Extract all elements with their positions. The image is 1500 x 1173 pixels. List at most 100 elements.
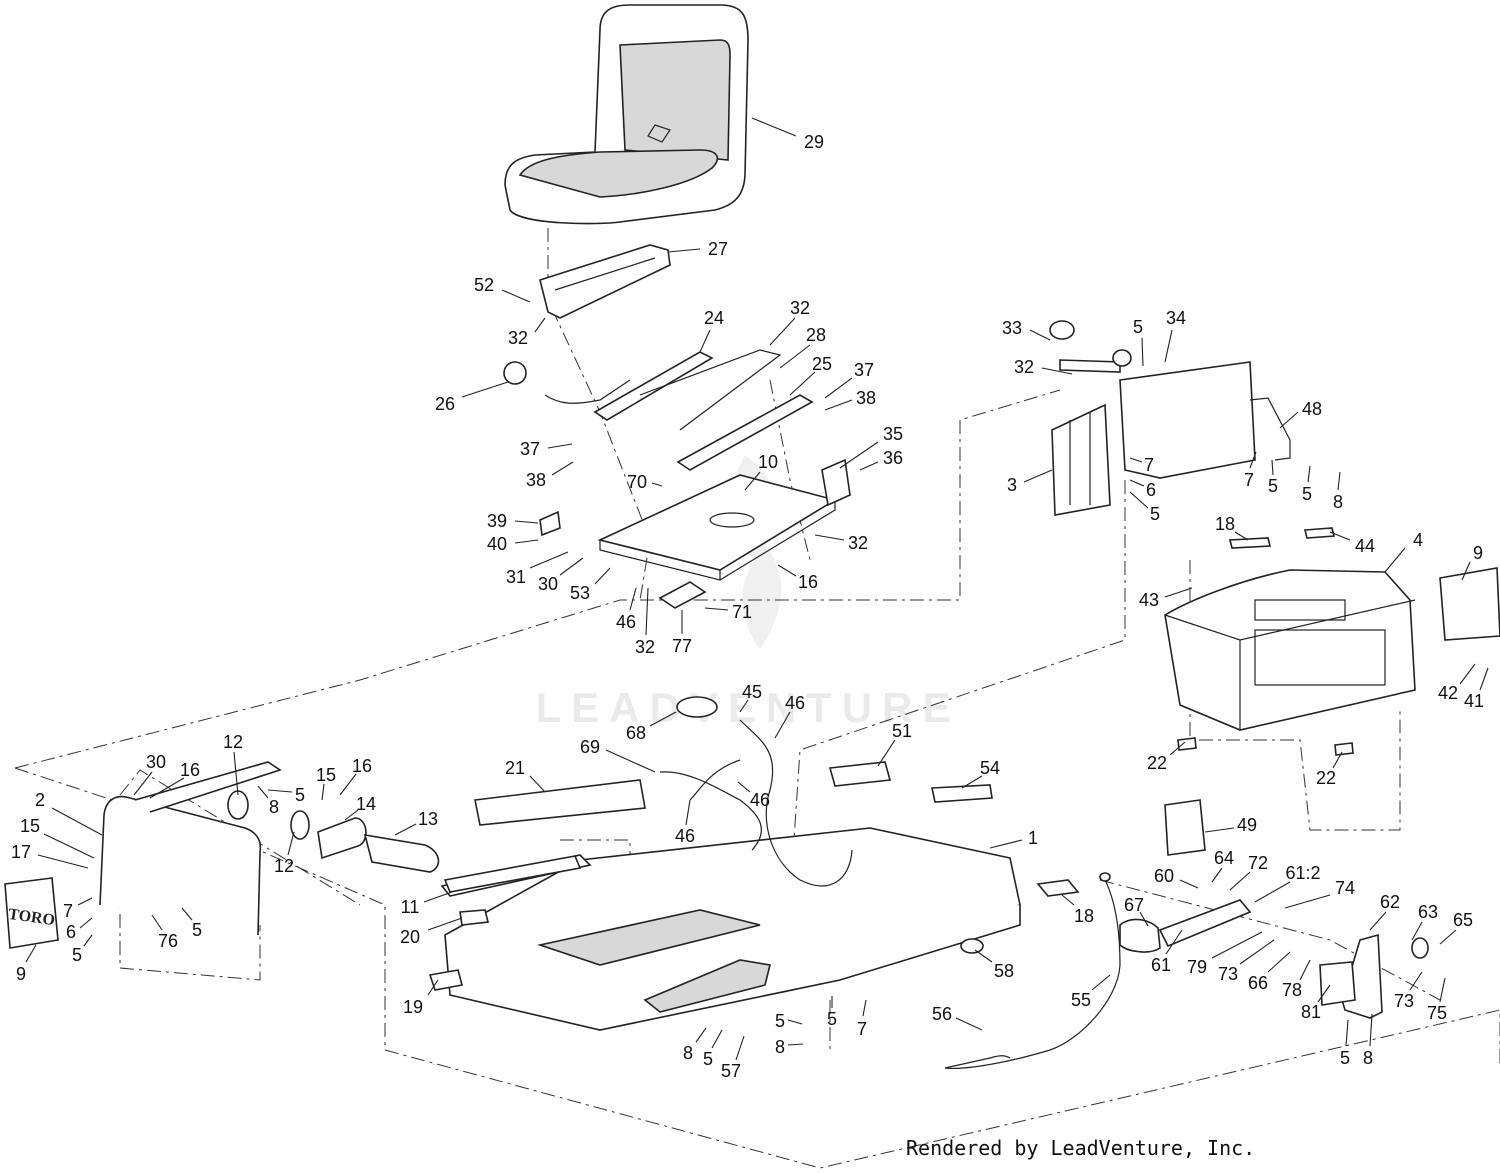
callout-c66: 66 (1248, 973, 1268, 993)
seat-plate (539, 458, 851, 609)
callout-c31: 31 (506, 567, 526, 587)
callout-c76: 76 (158, 931, 178, 951)
callout-c44: 44 (1355, 536, 1375, 556)
callout-c2: 2 (35, 790, 45, 810)
callout-c9b: 9 (16, 964, 26, 984)
callout-c46a: 46 (616, 612, 636, 632)
callout-c71: 71 (732, 602, 752, 622)
callout-c77: 77 (672, 636, 692, 656)
callout-c16c: 16 (352, 756, 372, 776)
callout-c28: 28 (806, 325, 826, 345)
roller-tubes (290, 810, 440, 873)
callout-c8d: 8 (683, 1043, 693, 1063)
callout-c74: 74 (1335, 878, 1355, 898)
callout-c3: 3 (1007, 475, 1017, 495)
toro-decal-text: TORO (7, 906, 56, 929)
brake-lever-assembly (960, 899, 1429, 1019)
callout-c5k: 5 (192, 920, 202, 940)
callout-c45: 45 (742, 682, 762, 702)
callout-c5j: 5 (72, 945, 82, 965)
callout-c64: 64 (1214, 848, 1234, 868)
callout-c33: 33 (1002, 318, 1022, 338)
callout-c5e: 5 (1340, 1048, 1350, 1068)
callout-c26: 26 (435, 394, 455, 414)
callout-c43: 43 (1139, 590, 1159, 610)
callout-c32a: 32 (508, 328, 528, 348)
callout-c72: 72 (1248, 853, 1268, 873)
callout-c17: 17 (11, 842, 31, 862)
callout-c38b: 38 (526, 470, 546, 490)
callout-c40: 40 (487, 534, 507, 554)
callout-c16b: 16 (180, 760, 200, 780)
callout-c24: 24 (704, 308, 724, 328)
seat-slides (503, 349, 814, 471)
callout-c46d: 46 (675, 826, 695, 846)
callout-c30a: 30 (538, 574, 558, 594)
callout-c5g: 5 (827, 1009, 837, 1029)
callout-c22a: 22 (1147, 753, 1167, 773)
callout-c62: 62 (1380, 892, 1400, 912)
callout-c46b: 46 (785, 693, 805, 713)
floor-decals (428, 527, 1354, 991)
callout-c25: 25 (812, 354, 832, 374)
callout-c32d: 32 (635, 637, 655, 657)
callout-c14: 14 (356, 794, 376, 814)
callout-c48: 48 (1302, 399, 1322, 419)
callout-c79: 79 (1187, 957, 1207, 977)
callout-c78: 78 (1282, 980, 1302, 1000)
callout-c61: 61 (1151, 955, 1171, 975)
callout-c42: 42 (1438, 683, 1458, 703)
callout-c32e: 32 (1014, 357, 1034, 377)
callout-c30b: 30 (146, 752, 166, 772)
callout-c51: 51 (892, 721, 912, 741)
callout-c69: 69 (580, 737, 600, 757)
callout-c63: 63 (1418, 902, 1438, 922)
callout-c8b: 8 (1363, 1048, 1373, 1068)
callout-c5h: 5 (703, 1049, 713, 1069)
callout-c7d: 7 (63, 901, 73, 921)
callout-c65: 65 (1453, 910, 1473, 930)
callout-c37a: 37 (854, 360, 874, 380)
callout-c67: 67 (1124, 895, 1144, 915)
seat-bracket (539, 244, 671, 319)
callout-c35: 35 (883, 424, 903, 444)
callout-c1: 1 (1028, 828, 1038, 848)
callout-c52: 52 (474, 275, 494, 295)
battery-tray (1119, 361, 1291, 479)
callout-c8a: 8 (1333, 492, 1343, 512)
leader-lines (25, 117, 1489, 1061)
front-bumper (99, 761, 282, 936)
callout-c49: 49 (1237, 815, 1257, 835)
callout-c5i: 5 (295, 785, 305, 805)
callout-c39: 39 (487, 511, 507, 531)
callout-c5c: 5 (1268, 476, 1278, 496)
callout-c46c: 46 (750, 790, 770, 810)
callout-c32c: 32 (848, 533, 868, 553)
callout-c9a: 9 (1473, 543, 1483, 563)
wiring-harness (659, 696, 853, 887)
callout-c8c: 8 (775, 1037, 785, 1057)
callout-c20: 20 (400, 927, 420, 947)
brake-cable (944, 872, 1121, 1069)
callout-c4: 4 (1413, 530, 1423, 550)
callout-c27: 27 (708, 239, 728, 259)
callout-c11: 11 (401, 897, 420, 917)
callout-c12b: 12 (274, 856, 294, 876)
callout-c15a: 15 (316, 765, 336, 785)
seat (504, 4, 749, 225)
callout-c68: 68 (626, 723, 646, 743)
callout-c18b: 18 (1074, 906, 1094, 926)
callout-c612: 61:2 (1285, 863, 1320, 883)
callout-c22b: 22 (1316, 768, 1336, 788)
callout-c7b: 7 (1244, 470, 1254, 490)
toro-decal: TORO (4, 877, 59, 949)
callout-c36: 36 (883, 448, 903, 468)
callout-c73a: 73 (1218, 964, 1238, 984)
callout-c8e: 8 (269, 797, 279, 817)
callout-c73b: 73 (1394, 991, 1414, 1011)
decal-49 (1164, 799, 1206, 856)
callout-c6b: 6 (66, 922, 76, 942)
callout-c16a: 16 (798, 572, 818, 592)
callout-c7c: 7 (857, 1019, 867, 1039)
callout-c7a: 7 (1144, 455, 1154, 475)
